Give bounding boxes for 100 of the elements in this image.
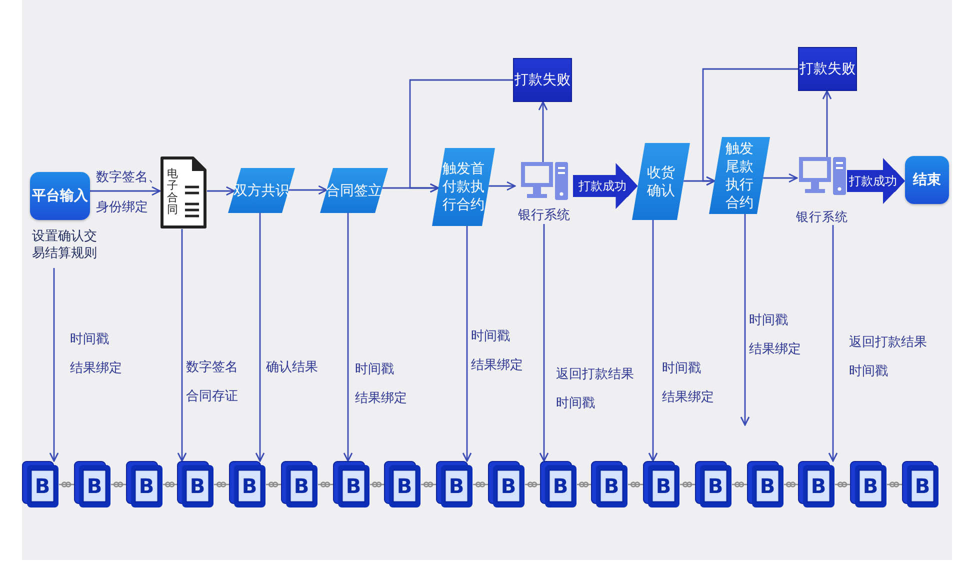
process-parallelogram <box>432 148 495 226</box>
block-node <box>177 461 214 508</box>
arrow <box>702 68 798 186</box>
node-label: 触发尾款执行合约 <box>726 140 754 212</box>
block-letter: B <box>706 473 724 500</box>
arrow <box>409 79 513 193</box>
edge-label: 时间戳结果绑定 <box>749 312 801 359</box>
chain-link <box>731 482 748 488</box>
process-parallelogram <box>228 168 295 213</box>
status-box <box>798 47 857 91</box>
node-label: 收货确认 <box>647 164 675 200</box>
edge-label: 时间戳结果绑定 <box>662 360 714 407</box>
block-letter: B <box>500 473 518 500</box>
process-parallelogram <box>632 143 690 220</box>
block-node <box>126 461 163 508</box>
edge-label: 确认结果 <box>266 359 318 377</box>
block-node <box>902 461 939 508</box>
block-letter: B <box>448 473 466 500</box>
block-letter: B <box>240 473 258 500</box>
node-label: 电子合同 <box>167 168 178 216</box>
chain-link <box>317 482 334 488</box>
process-parallelogram <box>709 137 770 214</box>
arrow <box>822 90 832 157</box>
chain-link <box>369 482 385 488</box>
edge-label: 打款成功 <box>849 174 897 188</box>
node-label: 打款失败 <box>800 60 856 78</box>
arrow <box>539 224 549 462</box>
node-label: 触发首付款执行合约 <box>442 160 484 214</box>
edge-label: 返回打款结果时间戳 <box>849 334 927 381</box>
chain-link <box>472 482 489 488</box>
block-letter: B <box>34 473 52 500</box>
edge-label: 数字签名合同存证 <box>186 359 238 406</box>
block-node <box>74 461 111 508</box>
arrow <box>462 226 472 462</box>
block-arrow <box>573 163 638 209</box>
block-letter: B <box>810 473 828 500</box>
block-node <box>850 461 887 508</box>
chain-link <box>679 482 696 488</box>
chain-link <box>834 482 851 488</box>
arrow <box>343 213 353 462</box>
edge-label: 返回打款结果时间戳 <box>556 366 634 413</box>
chain-link <box>213 482 230 488</box>
node-caption: 设置确认交易结算规则 <box>32 228 98 262</box>
node-label: 双方共识 <box>234 182 290 200</box>
block-node <box>798 461 835 508</box>
status-box <box>513 58 572 102</box>
edge-label: 时间戳结果绑定 <box>70 331 122 378</box>
arrow <box>207 186 236 196</box>
chain-link <box>627 482 644 488</box>
node-label: 银行系统 <box>518 208 570 224</box>
block-letter: B <box>654 473 672 500</box>
block-letter: B <box>188 473 206 500</box>
arrow <box>763 173 798 183</box>
block-letter: B <box>914 473 932 500</box>
arrow <box>49 268 59 462</box>
chain-link <box>265 482 282 488</box>
block-node <box>591 461 628 508</box>
arrow <box>648 220 658 462</box>
arrow <box>488 181 516 191</box>
block-node <box>488 461 525 508</box>
block-letter: B <box>292 473 310 500</box>
block-letter: B <box>344 473 362 500</box>
block-node <box>333 461 370 508</box>
arrow <box>288 185 328 195</box>
block-node <box>747 461 784 508</box>
chain-link <box>420 482 437 488</box>
node-label: 打款失败 <box>514 71 570 89</box>
block-node <box>384 461 421 508</box>
chain-link <box>783 482 799 488</box>
chain-link <box>524 482 541 488</box>
block-arrow <box>847 158 905 204</box>
chain-link <box>110 482 127 488</box>
block-node <box>281 461 318 508</box>
block-node <box>643 461 680 508</box>
node-label: 平台输入 <box>32 187 88 205</box>
edge-label: 数字签名、身份绑定 <box>96 169 161 217</box>
arrow <box>538 101 548 162</box>
block-letter: B <box>758 473 776 500</box>
edge-label: 时间戳结果绑定 <box>355 361 407 408</box>
block-node <box>695 461 732 508</box>
block-letter: B <box>862 473 880 500</box>
process-parallelogram <box>320 168 388 213</box>
block-letter: B <box>552 473 570 500</box>
arrow <box>740 214 750 426</box>
block-node <box>229 461 266 508</box>
arrow <box>828 225 838 462</box>
block-letter: B <box>602 473 620 500</box>
node-label: 结束 <box>913 171 941 189</box>
arrow <box>90 186 161 196</box>
node-label: 合同签立 <box>326 182 382 200</box>
block-node <box>22 461 59 508</box>
chain-link <box>58 482 75 488</box>
edge-label: 打款成功 <box>578 179 626 193</box>
block-letter: B <box>86 473 104 500</box>
block-letter: B <box>396 473 414 500</box>
rounded-box <box>30 172 90 220</box>
block-node <box>436 461 473 508</box>
arrow <box>255 213 265 462</box>
chain-link <box>576 482 592 488</box>
chain-link <box>162 482 178 488</box>
